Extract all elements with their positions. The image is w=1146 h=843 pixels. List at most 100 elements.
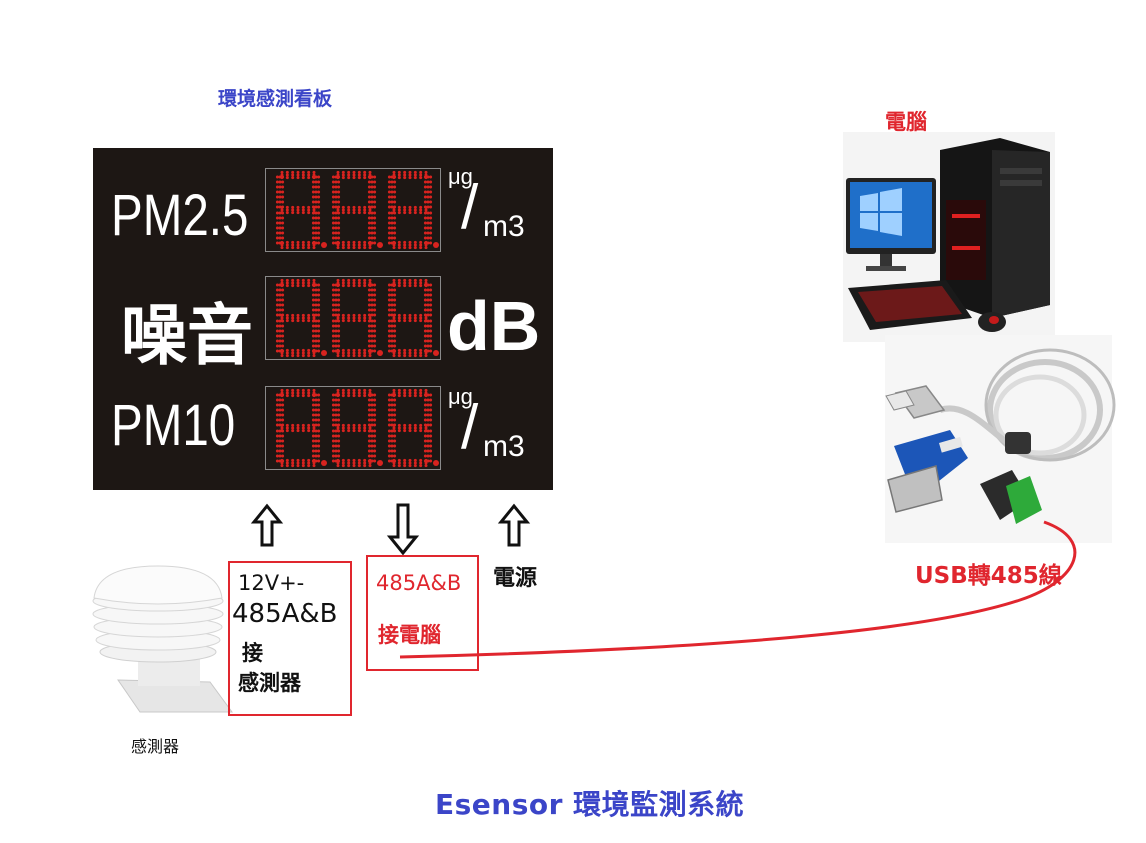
led-dot [373, 308, 377, 312]
led-dot [373, 459, 377, 463]
led-dot [307, 246, 311, 250]
led-dot [397, 313, 401, 317]
led-dot [424, 348, 428, 352]
led-dot [423, 334, 427, 338]
led-dot [278, 221, 282, 225]
led-dot [317, 216, 321, 220]
led-dot [291, 351, 295, 355]
led-dot [337, 393, 341, 397]
led-dot [275, 423, 279, 427]
computer-connection-box: 485A&B 接電腦 [366, 555, 479, 671]
led-dot [397, 211, 401, 215]
led-dot [413, 458, 417, 462]
led-dot [291, 464, 295, 468]
led-dot [408, 246, 412, 250]
led-dot [429, 429, 433, 433]
decimal-point [377, 242, 383, 248]
led-dot [368, 246, 372, 250]
led-dot [367, 190, 371, 194]
led-dot [393, 349, 397, 353]
led-dot [419, 278, 423, 282]
led-dot [336, 429, 340, 433]
pm10-unit-top: μg [448, 384, 473, 409]
led-dot [426, 324, 430, 328]
led-dot [291, 423, 295, 427]
led-dot [281, 434, 285, 438]
led-dot [423, 298, 427, 302]
led-dot [387, 459, 391, 463]
led-dot [341, 348, 345, 352]
led-dot [368, 429, 372, 433]
led-dot [363, 205, 367, 209]
led-dot [387, 195, 391, 199]
led-dot [317, 231, 321, 235]
led-dot [278, 418, 282, 422]
led-dot [301, 240, 305, 244]
led-dot [278, 434, 282, 438]
led-dot [331, 413, 335, 417]
led-dot [312, 458, 316, 462]
led-dot [419, 458, 423, 462]
led-dot [370, 190, 374, 194]
led-dot [392, 429, 396, 433]
led-dot [341, 391, 345, 395]
led-dot [392, 205, 396, 209]
led-dot [370, 393, 374, 397]
led-dot [393, 418, 397, 422]
led-dot [429, 200, 433, 204]
led-dot [387, 308, 391, 312]
led-dot [347, 313, 351, 317]
led-dot [280, 316, 284, 320]
led-dot [331, 319, 335, 323]
led-dot [352, 284, 356, 288]
led-dot [408, 458, 412, 462]
led-dot [367, 293, 371, 297]
led-dot [429, 288, 433, 292]
led-dot [331, 211, 335, 215]
led-dot [312, 319, 316, 323]
led-dot [403, 316, 407, 320]
led-dot [423, 454, 427, 458]
led-dot [387, 334, 391, 338]
led-dot [392, 313, 396, 317]
led-dot [278, 236, 282, 240]
led-dot [285, 211, 289, 215]
led-dot [307, 243, 311, 247]
led-dot [275, 403, 279, 407]
led-dot [317, 175, 321, 179]
led-dot [296, 313, 300, 317]
led-dot [352, 211, 356, 215]
led-dot [331, 334, 335, 338]
board-title: 環境感測看板 [218, 88, 333, 110]
led-dot [368, 211, 372, 215]
led-dot [296, 426, 300, 430]
led-dot [408, 426, 412, 430]
led-dot [278, 339, 282, 343]
led-dot [413, 176, 417, 180]
led-dot [368, 319, 372, 323]
led-dot [429, 236, 433, 240]
led-dot [317, 349, 321, 353]
led-dot [393, 303, 397, 307]
usb-485-cable-image [885, 335, 1116, 543]
led-dot [373, 175, 377, 179]
led-dot [281, 334, 285, 338]
led-dot [423, 418, 427, 422]
led-dot [334, 324, 338, 328]
led-dot [419, 176, 423, 180]
led-dot [281, 459, 285, 463]
led-dot [280, 211, 284, 215]
led-dot [336, 319, 340, 323]
led-dot [337, 288, 341, 292]
led-dot [341, 205, 345, 209]
led-dot [408, 281, 412, 285]
led-dot [312, 316, 316, 320]
led-dot [357, 173, 361, 177]
led-dot [429, 454, 433, 458]
led-dot [423, 236, 427, 240]
led-dot [393, 334, 397, 338]
led-dot [408, 423, 412, 427]
led-dot [397, 170, 401, 174]
led-dot [317, 205, 321, 209]
led-dot [387, 226, 391, 230]
